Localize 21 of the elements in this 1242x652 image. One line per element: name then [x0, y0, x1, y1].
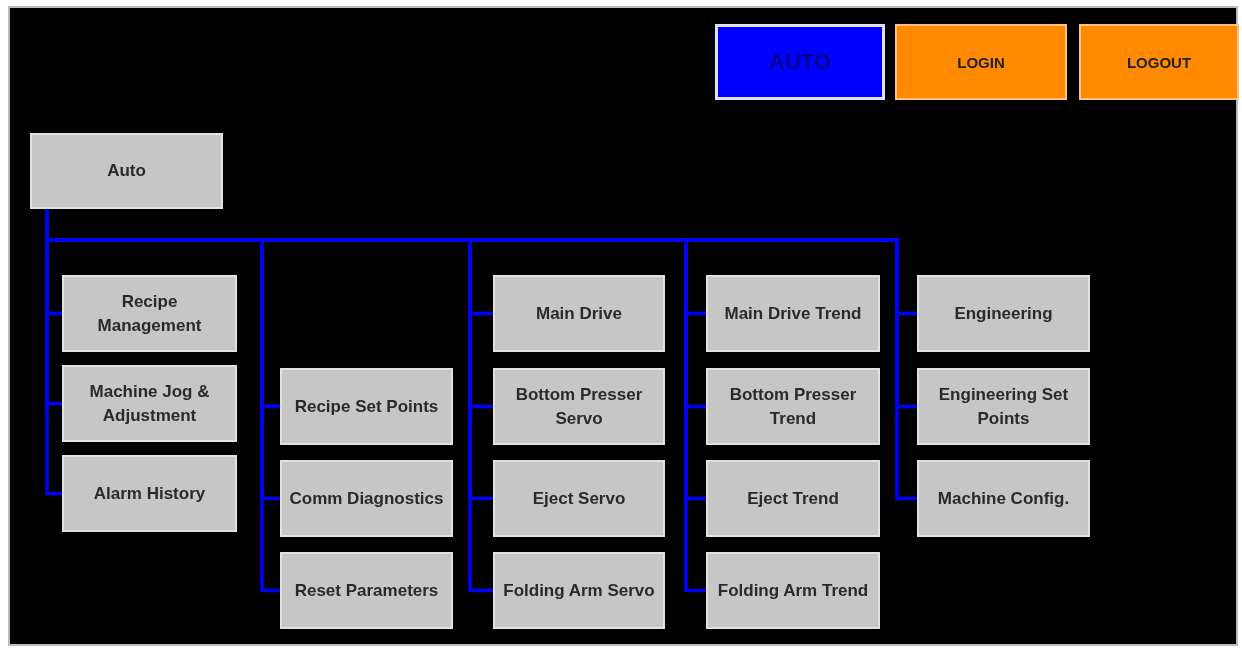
- menu-box: Engineering: [917, 275, 1090, 352]
- menu-box: Machine Config.: [917, 460, 1090, 537]
- menu-box: Eject Trend: [706, 460, 880, 537]
- menu-box: Recipe Set Points: [280, 368, 453, 445]
- login-button: LOGIN: [895, 24, 1067, 100]
- menu-box: Folding Arm Servo: [493, 552, 665, 629]
- menu-box: Folding Arm Trend: [706, 552, 880, 629]
- menu-box: Alarm History: [62, 455, 237, 532]
- menu-box: Comm Diagnostics: [280, 460, 453, 537]
- menu-box: Bottom Presser Trend: [706, 368, 880, 445]
- menu-box: Reset Parameters: [280, 552, 453, 629]
- menu-box: Engineering Set Points: [917, 368, 1090, 445]
- menu-box: Recipe Management: [62, 275, 237, 352]
- menu-box: Bottom Presser Servo: [493, 368, 665, 445]
- menu-box: Eject Servo: [493, 460, 665, 537]
- mode-button: AUTO: [715, 24, 885, 100]
- logout-button: LOGOUT: [1079, 24, 1239, 100]
- menu-box: Main Drive: [493, 275, 665, 352]
- menu-box: Auto: [30, 133, 223, 209]
- menu-box: Main Drive Trend: [706, 275, 880, 352]
- menu-box: Machine Jog & Adjustment: [62, 365, 237, 442]
